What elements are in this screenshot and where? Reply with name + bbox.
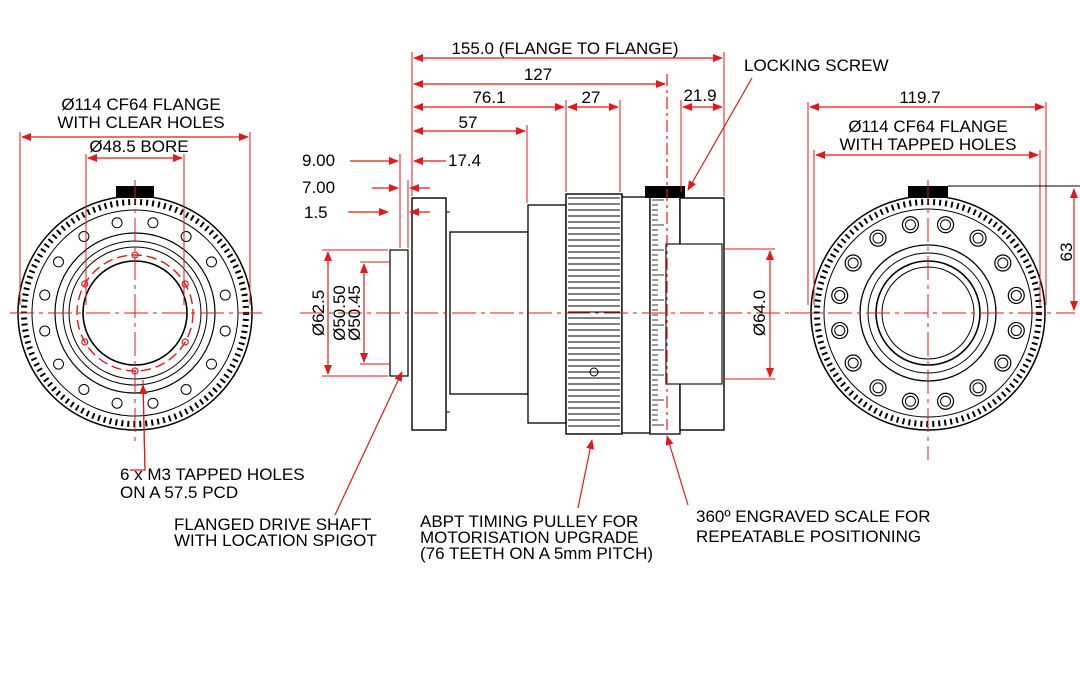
tapped-hole xyxy=(936,392,955,410)
clear-hole xyxy=(205,358,217,370)
dim-1-5: 1.5 xyxy=(304,203,328,222)
tapped-hole xyxy=(969,379,987,397)
dim-7-00: 7.00 xyxy=(302,178,335,197)
clear-hole xyxy=(39,289,51,301)
clear-hole xyxy=(111,217,123,229)
clear-hole xyxy=(180,231,192,243)
tapped-hole xyxy=(831,321,849,340)
left-cf-flange xyxy=(411,197,447,431)
dim-21-9: 21.9 xyxy=(683,86,716,105)
scale-label-1: 360º ENGRAVED SCALE FOR xyxy=(696,507,931,526)
left-bore-label: Ø48.5 BORE xyxy=(89,137,188,156)
dim-76-1: 76.1 xyxy=(472,88,505,107)
right-end-view: 119.7 Ø114 CF64 FLANGE WITH TAPPED HOLES… xyxy=(790,88,1080,460)
dia-50-45: Ø50.45 xyxy=(345,285,364,341)
tapped-hole xyxy=(831,286,849,305)
tapped-hole xyxy=(1007,321,1025,340)
clear-hole xyxy=(78,383,90,395)
timing-pulley xyxy=(565,193,623,435)
m3-hole xyxy=(81,338,89,346)
clear-hole xyxy=(39,325,51,337)
clear-hole xyxy=(78,231,90,243)
clear-hole xyxy=(180,383,192,395)
dim-overall-length: 155.0 (FLANGE TO FLANGE) xyxy=(451,39,678,58)
right-height-dim: 63 xyxy=(1057,243,1076,262)
clear-hole xyxy=(147,397,159,409)
tapped-hole xyxy=(936,216,955,234)
clear-hole xyxy=(53,256,65,268)
left-flange-label-1: Ø114 CF64 FLANGE xyxy=(61,95,220,114)
pulley-teeth xyxy=(568,197,620,427)
tapped-hole xyxy=(869,379,887,397)
shaft-label-1: FLANGED DRIVE SHAFT xyxy=(174,515,371,534)
tapped-hole xyxy=(994,354,1012,372)
side-view: 155.0 (FLANGE TO FLANGE) 127 76.1 27 21.… xyxy=(174,39,931,563)
tapped-hole xyxy=(869,229,887,247)
right-tapped-holes xyxy=(831,216,1025,410)
tapped-holes-label-2: ON A 57.5 PCD xyxy=(120,483,238,502)
tapped-hole xyxy=(994,254,1012,272)
tapped-hole xyxy=(844,254,862,272)
clear-hole xyxy=(219,289,231,301)
tapped-hole xyxy=(1007,286,1025,305)
dia-50-50: Ø50.50 xyxy=(330,285,349,341)
pulley-label-3: (76 TEETH ON A 5mm PITCH) xyxy=(420,544,653,563)
left-flange-label-2: WITH CLEAR HOLES xyxy=(57,113,224,132)
clear-hole xyxy=(219,325,231,337)
m3-hole xyxy=(81,280,89,288)
side-locking-screw xyxy=(645,186,685,198)
dim-27: 27 xyxy=(582,88,601,107)
tapped-hole xyxy=(969,229,987,247)
right-flange-label-1: Ø114 CF64 FLANGE xyxy=(848,117,1007,136)
m3-hole xyxy=(181,280,189,288)
pulley-label-1: ABPT TIMING PULLEY FOR xyxy=(420,512,638,531)
clear-hole xyxy=(147,217,159,229)
right-width-dim: 119.7 xyxy=(899,88,940,107)
scale-ticks xyxy=(652,199,664,426)
locking-screw-label: LOCKING SCREW xyxy=(744,56,889,75)
tapped-holes-label-1: 6 x M3 TAPPED HOLES xyxy=(120,465,305,484)
right-flange-label-2: WITH TAPPED HOLES xyxy=(840,135,1017,154)
scale-label-2: REPEATABLE POSITIONING xyxy=(696,527,921,546)
dim-127: 127 xyxy=(524,65,552,84)
pulley-label-2: MOTORISATION UPGRADE xyxy=(420,528,639,547)
left-end-view: Ø114 CF64 FLANGE WITH CLEAR HOLES Ø48.5 … xyxy=(10,95,305,502)
dia-64-0: Ø64.0 xyxy=(750,290,769,336)
tapped-hole xyxy=(844,354,862,372)
m3-hole xyxy=(181,338,189,346)
clear-hole xyxy=(111,397,123,409)
dim-57: 57 xyxy=(459,113,478,132)
dim-17-4: 17.4 xyxy=(448,151,481,170)
shaft-label-2: WITH LOCATION SPIGOT xyxy=(174,531,377,550)
clear-hole xyxy=(205,256,217,268)
dia-62-5: Ø62.5 xyxy=(309,290,328,336)
tapped-hole xyxy=(901,216,920,234)
tapped-hole xyxy=(901,392,920,410)
dim-9-00: 9.00 xyxy=(302,151,335,170)
left-clear-holes xyxy=(39,217,231,409)
clear-hole xyxy=(53,358,65,370)
